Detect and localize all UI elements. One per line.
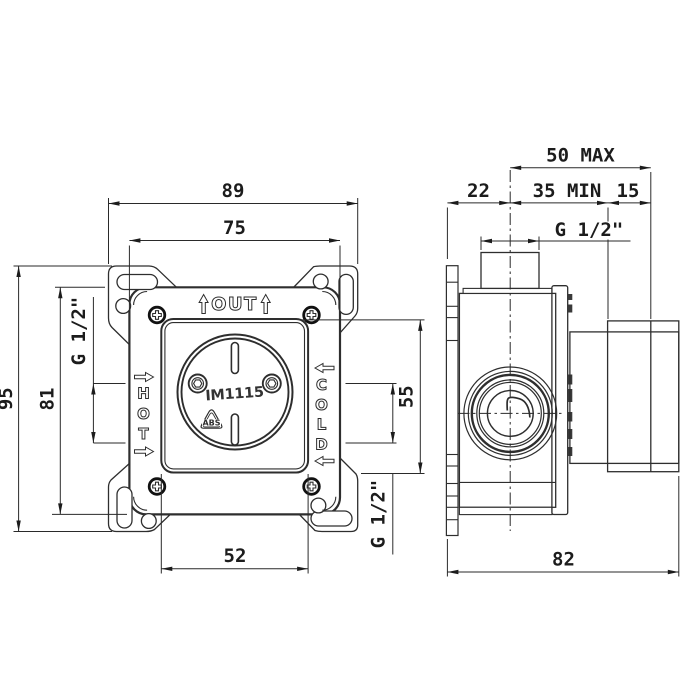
hot-letter-t: T [138, 425, 149, 443]
body-bottom-plate [458, 506, 553, 516]
dim-50max: 50 MAX [510, 145, 651, 170]
dim-95-label: 95 [0, 387, 17, 410]
side-dimensions: 50 MAX 22 35 MIN 15 [446, 145, 680, 577]
cartridge-slot-bottom [230, 413, 240, 446]
cold-letter-o: O [315, 396, 328, 414]
cartridge-slot-top [230, 341, 240, 375]
cartridge-face: IM1115 ABS [176, 333, 294, 451]
cold-arrow-top-icon [313, 362, 335, 374]
dim-chain: 22 35 MIN 15 [446, 172, 652, 319]
hot-arrow-top-icon [134, 371, 155, 383]
dim-82-label: 82 [552, 549, 575, 571]
hot-letter-o: O [137, 405, 150, 423]
dim-g12-left: G 1/2" [68, 297, 126, 444]
front-view: IM1115 ABS OUT H O T C O L [0, 180, 425, 574]
dim-52: 52 [160, 474, 309, 574]
body-top-plate [462, 287, 553, 294]
ear-hole-bottom-right [310, 497, 327, 514]
dim-95: 95 [0, 265, 112, 532]
dim-g12-left-label: G 1/2" [68, 297, 90, 366]
dim-35min-label: 35 MIN [533, 180, 602, 202]
dim-g12-right: G 1/2" [345, 383, 397, 555]
out-arrow-left-icon [198, 293, 209, 314]
product-code-label: IM1115 [205, 384, 265, 404]
panel-outline [160, 318, 310, 474]
out-arrow-right-icon [260, 293, 272, 314]
cold-arrow-bottom-icon [313, 455, 335, 467]
dim-75-label: 75 [223, 217, 246, 239]
dim-22-label: 22 [467, 180, 490, 202]
screw-bottom-left [147, 477, 167, 496]
dim-g12-right-label: G 1/2" [368, 480, 390, 549]
cold-letter-c: C [316, 376, 327, 394]
cold-marking: C O L D [313, 362, 335, 467]
dim-50max-label: 50 MAX [546, 145, 615, 167]
hot-letter-h: H [137, 384, 150, 402]
cold-letter-l: L [317, 416, 327, 434]
ear-hole-top-left [115, 297, 132, 315]
dim-89-label: 89 [222, 180, 245, 202]
out-label: OUT [211, 294, 258, 315]
dim-81: 81 [37, 286, 127, 515]
dim-81-label: 81 [37, 388, 59, 411]
dim-55-label: 55 [396, 385, 418, 408]
dim-89: 89 [108, 180, 359, 264]
side-view: 50 MAX 22 35 MIN 15 [445, 145, 680, 577]
ear-hole-top-right [312, 273, 329, 290]
dim-15-label: 15 [617, 180, 640, 202]
ear-slot-bottom-left [116, 486, 133, 529]
out-marking: OUT [198, 293, 272, 316]
centerlines [457, 170, 562, 531]
plate-corner-arcs [133, 290, 337, 511]
screw-top-right [302, 305, 321, 325]
port-detail-hook [506, 396, 531, 418]
wall-bracket [445, 265, 459, 537]
ear-slot-top-left [116, 273, 159, 291]
dim-52-label: 52 [224, 545, 247, 567]
panel-inner-line [164, 322, 306, 470]
ear-slot-top-right [338, 273, 354, 316]
valve-body [458, 251, 557, 516]
pipe-outer-sleeve [606, 320, 680, 473]
hot-arrow-bottom-icon [134, 446, 155, 457]
dim-55: 55 [299, 319, 425, 474]
dim-82: 82 [446, 476, 680, 577]
ear-openings [115, 273, 354, 530]
abs-text: ABS [202, 419, 220, 428]
dim-g12-side: G 1/2" [480, 219, 631, 250]
dim-75: 75 [128, 217, 341, 320]
screw-bottom-right [302, 477, 321, 496]
cold-letter-d: D [315, 435, 327, 453]
plate-edge-slab [551, 285, 569, 516]
screw-top-left [147, 305, 167, 325]
front-dimensions: 89 75 95 [0, 180, 425, 574]
ear-hole-bottom-left [140, 512, 157, 530]
pipe-inner-cylinder [569, 331, 680, 465]
abs-recycle-logo: ABS [200, 409, 223, 429]
hot-marking: H O T [134, 371, 155, 457]
hex-screw-left [187, 373, 208, 394]
dim-g12-side-label: G 1/2" [555, 219, 624, 241]
hex-screw-right [261, 373, 282, 394]
ear-slot-bottom-right [310, 510, 353, 527]
outlet-pipe [569, 320, 680, 473]
